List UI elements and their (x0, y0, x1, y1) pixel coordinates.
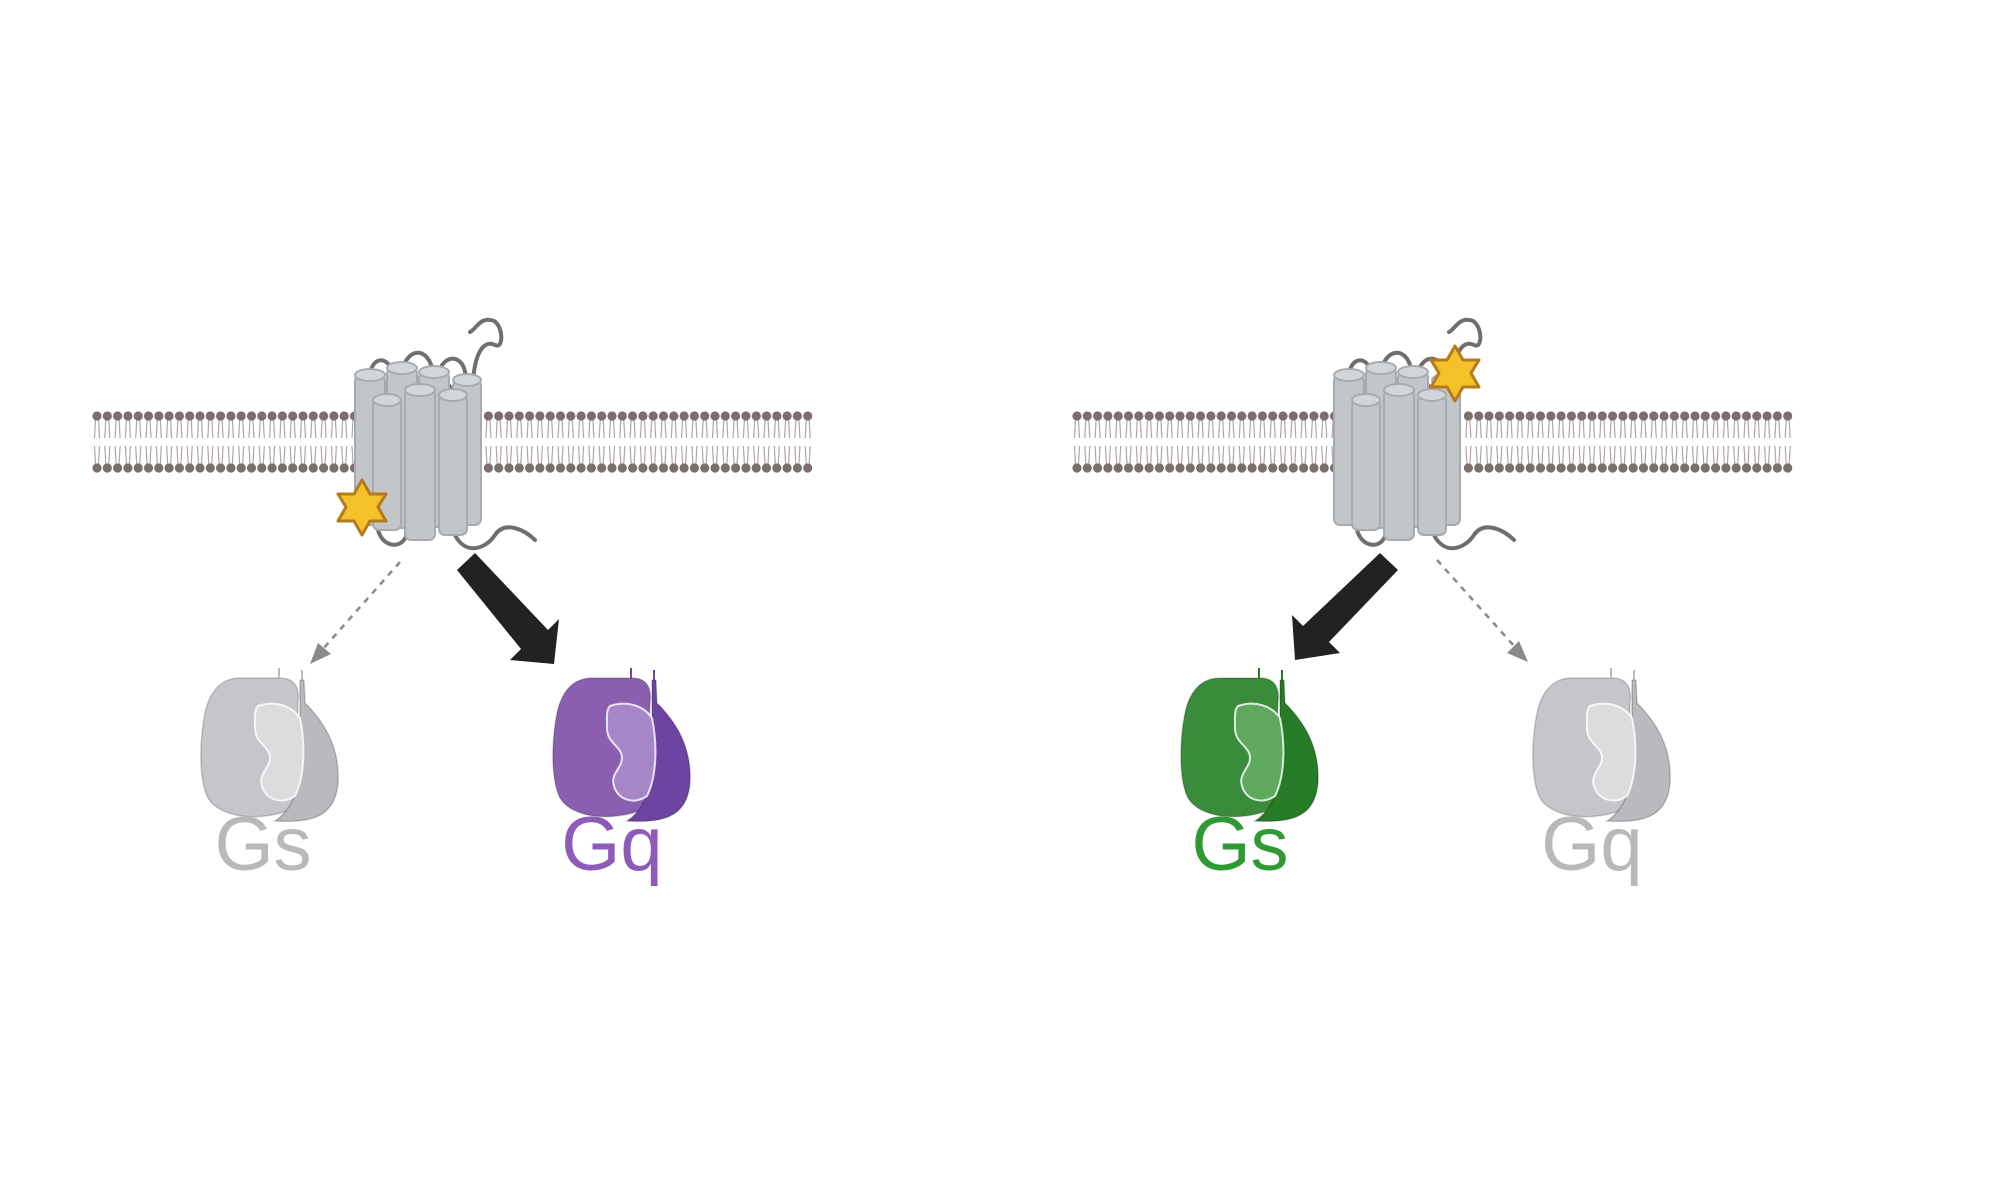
cell-membrane-left (92, 411, 813, 473)
strong-arrow-right-to-gs (1292, 553, 1398, 660)
gs-label-right: Gs (1191, 802, 1288, 887)
ligand-star-icon-right (1429, 344, 1481, 403)
panel-left: Gs Gq (199, 317, 692, 887)
gs-protein-left (199, 667, 340, 823)
gq-label-left: Gq (561, 802, 662, 887)
panel-right: Gs Gq (1179, 317, 1672, 887)
strong-arrow-left-to-gq (457, 553, 559, 664)
ligand-star-icon-left (336, 478, 388, 537)
gq-protein-right (1531, 667, 1672, 823)
gs-label-left: Gs (214, 802, 311, 887)
weak-arrow-right-to-gq (1436, 559, 1528, 662)
weak-arrow-left-to-gs (310, 561, 401, 664)
gq-label-right: Gq (1541, 802, 1642, 887)
gs-protein-right (1179, 667, 1320, 823)
cell-membrane-right (1072, 411, 1793, 473)
gq-protein-left (551, 667, 692, 823)
